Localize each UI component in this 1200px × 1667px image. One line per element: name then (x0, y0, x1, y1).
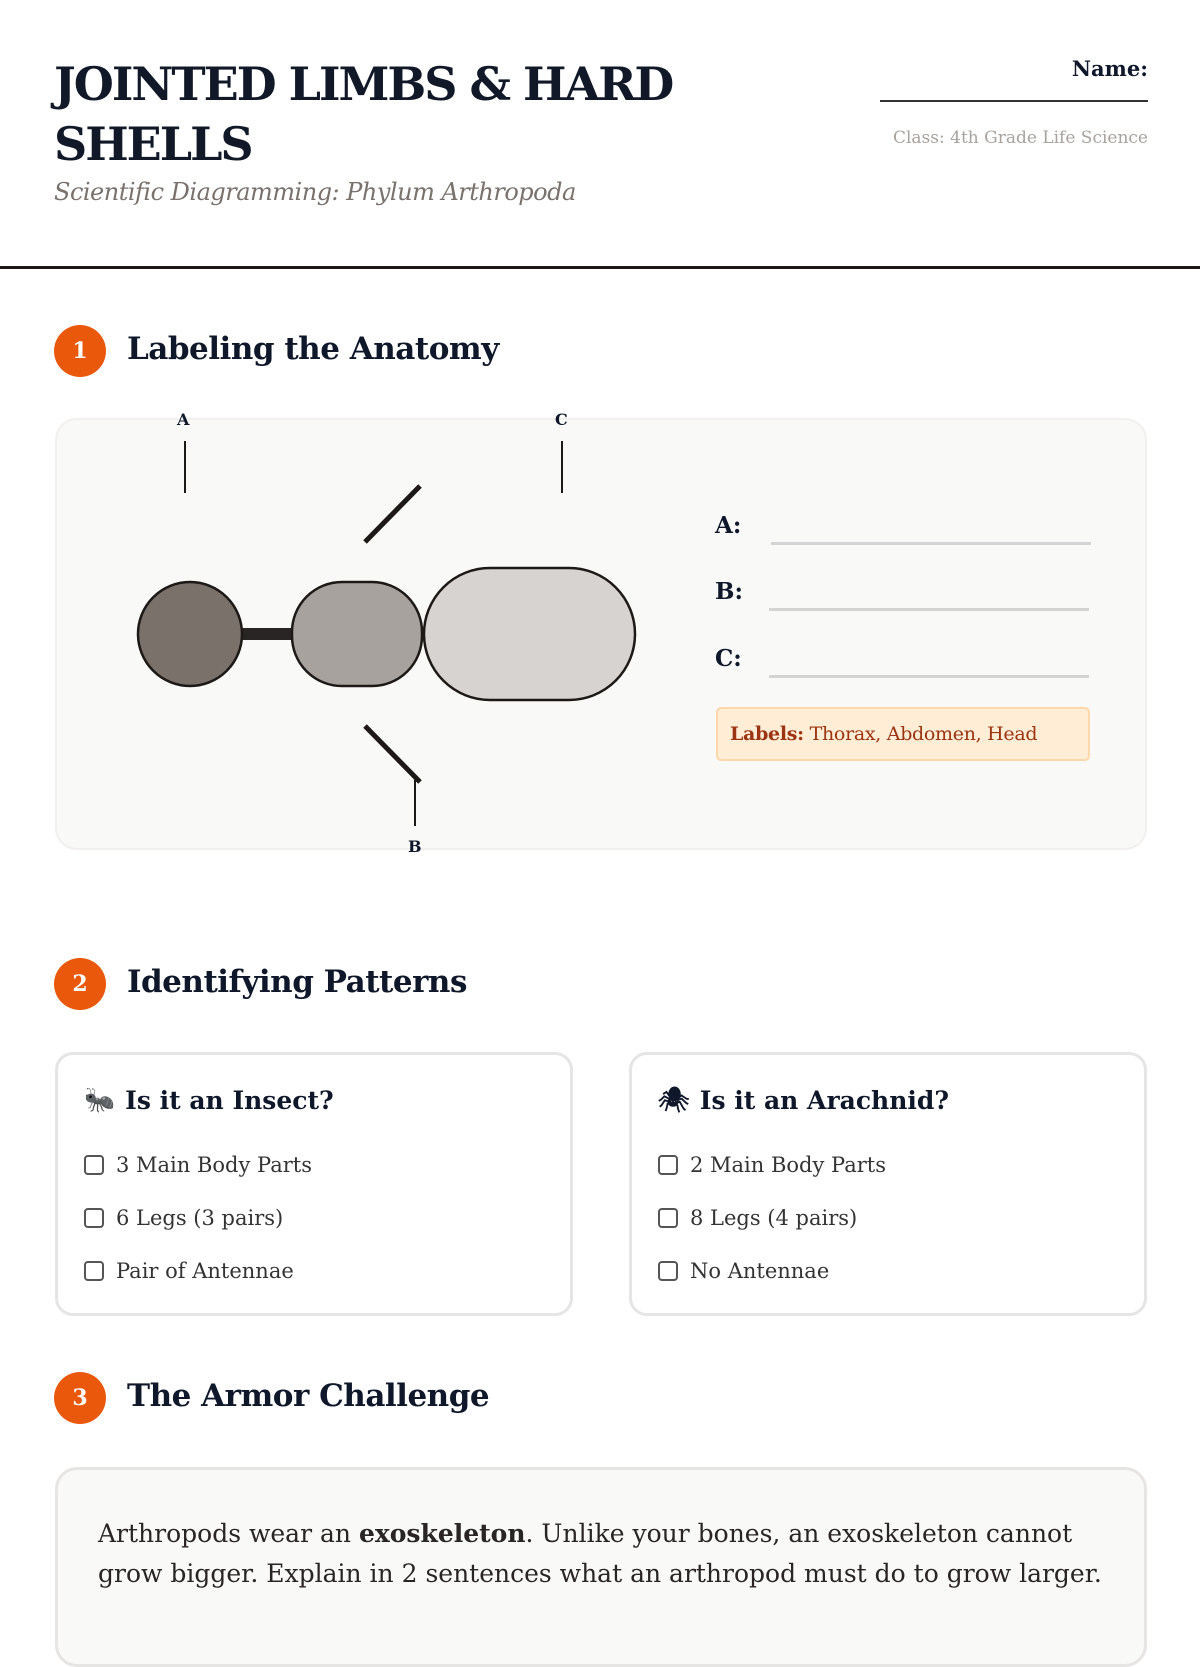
checkbox-item[interactable]: 6 Legs (3 pairs) (84, 1206, 283, 1230)
thorax-segment (290, 580, 424, 688)
pointer-line-b (414, 780, 416, 826)
checkbox-label: 8 Legs (4 pairs) (690, 1206, 858, 1230)
name-field[interactable] (880, 100, 1148, 102)
checkbox-item[interactable]: Pair of Antennae (84, 1259, 294, 1283)
checkbox[interactable] (658, 1155, 678, 1175)
checkbox-label: Pair of Antennae (116, 1259, 294, 1283)
page-subtitle: Scientific Diagramming: Phylum Arthropod… (54, 178, 576, 206)
page-title: JOINTED LIMBS & HARD SHELLS (54, 57, 674, 171)
checkbox-item[interactable]: 8 Legs (4 pairs) (658, 1206, 857, 1230)
pointer-label-c: C (555, 410, 568, 429)
armor-prompt: Arthropods wear an exoskeleton. Unlike y… (55, 1467, 1147, 1667)
arachnid-card: 🕷 Is it an Arachnid? 2 Main Body Parts 8 … (629, 1052, 1147, 1316)
pointer-label-a: A (177, 410, 190, 429)
word-bank-label: Labels: (730, 723, 804, 745)
checkbox-item[interactable]: No Antennae (658, 1259, 829, 1283)
field-label-a: A: (715, 512, 742, 539)
section-number: 2 (54, 958, 106, 1010)
word-bank-text: Thorax, Abdomen, Head (803, 723, 1038, 745)
ant-icon: 🐜 (84, 1085, 116, 1114)
answer-line-c[interactable] (769, 675, 1089, 678)
answer-line-b[interactable] (769, 608, 1089, 611)
abdomen-segment (422, 566, 637, 702)
section-number: 1 (54, 325, 106, 377)
section-title: The Armor Challenge (127, 1378, 490, 1414)
checkbox-item[interactable]: 3 Main Body Parts (84, 1153, 312, 1177)
antenna-upper (363, 484, 422, 544)
checkbox-label: No Antennae (690, 1259, 830, 1283)
spider-icon: 🕷 (658, 1085, 690, 1114)
class-label: Class: 4th Grade Life Science (892, 128, 1148, 148)
name-label: Name: (1071, 56, 1148, 81)
insect-diagram (136, 484, 637, 784)
leg-lower (363, 724, 422, 784)
section-title: Identifying Patterns (127, 964, 467, 1000)
word-bank: Labels: Thorax, Abdomen, Head (716, 707, 1090, 761)
prompt-keyword: exoskeleton (358, 1519, 526, 1548)
card-title: Is it an Arachnid? (699, 1085, 950, 1115)
field-label-b: B: (715, 578, 743, 605)
checkbox-label: 2 Main Body Parts (690, 1153, 886, 1177)
card-title: Is it an Insect? (125, 1085, 334, 1115)
checkbox-label: 3 Main Body Parts (116, 1153, 312, 1177)
pointer-label-b: B (408, 837, 422, 856)
section-title: Labeling the Anatomy (127, 331, 499, 367)
answer-line-a[interactable] (771, 542, 1091, 545)
pointer-line-a (184, 441, 186, 493)
checkbox[interactable] (658, 1208, 678, 1228)
checkbox[interactable] (84, 1261, 104, 1281)
checkbox[interactable] (658, 1261, 678, 1281)
prompt-text: . Unlike your bones, an exoskeleton cann… (98, 1519, 1102, 1588)
checkbox-item[interactable]: 2 Main Body Parts (658, 1153, 886, 1177)
head-segment (136, 580, 244, 688)
checkbox[interactable] (84, 1208, 104, 1228)
field-label-c: C: (715, 645, 742, 672)
section-number: 3 (54, 1372, 106, 1424)
neck-connector (240, 628, 294, 640)
pointer-line-c (561, 441, 563, 493)
header-divider (0, 266, 1200, 269)
checkbox-label: 6 Legs (3 pairs) (116, 1206, 284, 1230)
checkbox[interactable] (84, 1155, 104, 1175)
insect-card: 🐜 Is it an Insect? 3 Main Body Parts 6 Le… (55, 1052, 573, 1316)
prompt-text: Arthropods wear an (98, 1519, 359, 1548)
